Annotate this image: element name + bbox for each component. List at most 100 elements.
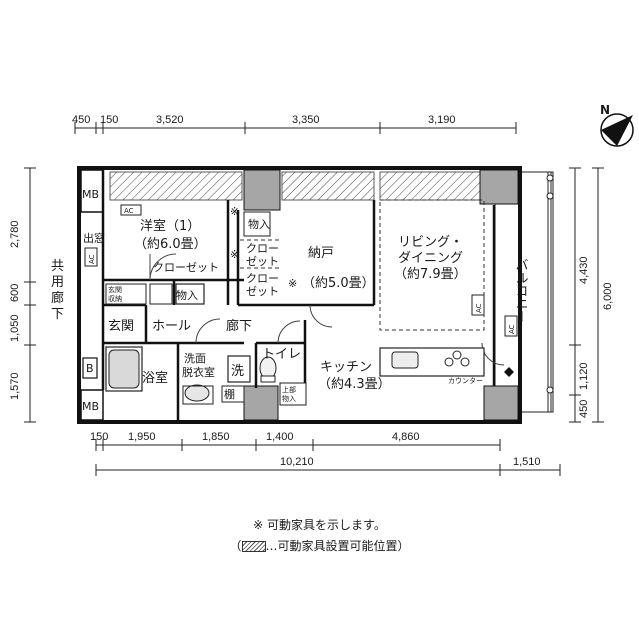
closet-hanger-box (149, 283, 173, 305)
dim-top-450: 450 (72, 114, 90, 126)
vanity-counter (182, 385, 214, 405)
mb-box-bottom (80, 389, 104, 421)
room-kitchen-size: （約4.3畳） (318, 377, 391, 392)
bathtub (105, 346, 143, 392)
outer-walls (77, 166, 522, 424)
dim-right-1120: 1,120 (578, 362, 590, 390)
closet-lower-line1: クロー (246, 272, 279, 285)
svg-text:下: 下 (51, 307, 64, 322)
closet-label: クローゼット (153, 261, 219, 274)
ac-unit-living (471, 294, 485, 316)
closet-upper-line1: クロー (246, 242, 279, 255)
wash-basin (184, 384, 210, 402)
ac-label-window: AC (88, 254, 96, 264)
movable-furniture-note: ※ 可動家具を示します。 (253, 518, 386, 532)
upper-storage-box (279, 382, 307, 406)
dim-right-450: 450 (578, 400, 590, 418)
svg-text:共: 共 (51, 259, 64, 274)
room-kitchen-name: キッチン (320, 360, 372, 375)
compass-label: N (600, 103, 610, 117)
room-corridor: 廊下 (226, 318, 252, 334)
entrance-storage-line2: 収納 (108, 294, 122, 303)
upper-storage-line1: 上部 (282, 385, 296, 394)
interior-walls (101, 168, 496, 422)
compass-north-icon: N (600, 103, 634, 147)
dim-right-6000: 6,000 (602, 282, 614, 310)
storage-label-top: 物入 (248, 217, 270, 231)
common-corridor-label: 共 用 廊 下 (51, 259, 64, 322)
dim-top-150: 150 (100, 114, 118, 126)
room-western-name: 洋室（1） (140, 218, 200, 234)
legend-open-paren: （ (229, 539, 242, 553)
ac-unit-western (120, 204, 142, 216)
top-dimension-line (74, 122, 517, 134)
dim-left-1050: 1,050 (9, 314, 21, 342)
counter-label: カウンター (448, 376, 483, 385)
ac-label-living: AC (475, 303, 483, 313)
toilet-fixture (259, 356, 277, 383)
room-living-name2: ダイニング (398, 251, 463, 266)
room-toilet: トイレ (262, 347, 301, 362)
dim-left-1570: 1,570 (9, 372, 21, 400)
movable-mark-1: ※ (230, 205, 239, 218)
svg-text:バルコニー: バルコニー (513, 258, 529, 323)
room-living-size: （約7.9畳） (394, 267, 467, 282)
storage-box-top (243, 211, 271, 237)
left-dimension-line (24, 167, 36, 423)
dim-bottom-1510: 1,510 (513, 456, 541, 468)
closet-upper-line2: ゼット (246, 255, 279, 268)
counter-marker-icon (504, 367, 514, 377)
structural-columns (243, 169, 519, 421)
shelf-box (221, 385, 245, 403)
door-swings (149, 253, 505, 366)
dim-right-4430: 4,430 (578, 256, 590, 284)
ac-label-balcony: AC (508, 324, 516, 334)
entrance-storage-box (105, 283, 147, 305)
ac-unit-balcony (504, 315, 518, 337)
shelf-label: 棚 (224, 387, 235, 401)
room-hall: ホール (152, 319, 191, 334)
legend-text: …可動家具設置可能位置） (265, 539, 410, 553)
b-box (82, 357, 98, 379)
bottom-dimension-lines (95, 439, 561, 476)
kitchen-counter (379, 347, 485, 377)
dim-bottom-150: 150 (90, 431, 108, 443)
dim-bottom-1400: 1,400 (266, 431, 294, 443)
b-label: B (86, 362, 94, 375)
dim-bottom-4860: 4,860 (392, 431, 420, 443)
svg-text:廊: 廊 (51, 290, 64, 306)
balcony-label: バルコニー (513, 258, 529, 323)
hatch-zone-living (379, 171, 481, 201)
right-dimension-lines (569, 167, 604, 423)
room-storage-size: （約5.0畳） (302, 276, 375, 291)
movable-mark-3: ※ (288, 277, 297, 290)
mb-label-bottom: MB (82, 400, 99, 413)
entrance-storage-line1: 玄関 (108, 285, 122, 294)
movable-mark-2: ※ (230, 248, 239, 261)
stove-icon (444, 350, 470, 367)
dim-top-3520: 3,520 (156, 114, 184, 126)
dim-left-600: 600 (9, 284, 21, 302)
storage-box-hall (175, 283, 205, 305)
room-storage-name: 納戸 (308, 246, 334, 261)
washer-label: 洗 (231, 364, 244, 379)
dim-left-2780: 2,780 (9, 220, 21, 248)
hatch-zone-western (109, 171, 243, 201)
ac-label-western: AC (124, 207, 134, 215)
storage-label-hall: 物入 (176, 288, 198, 302)
room-living-name1: リビング・ (398, 235, 463, 250)
svg-text:用: 用 (51, 275, 64, 290)
dim-top-3190: 3,190 (428, 114, 456, 126)
room-western-size: （約6.0畳） (134, 237, 207, 252)
washer-space (227, 355, 251, 383)
room-washroom-line1: 洗面 (184, 352, 206, 365)
room-bath: 浴室 (142, 370, 168, 386)
dim-top-3350: 3,350 (292, 114, 320, 126)
dim-bottom-10210: 10,210 (280, 456, 314, 468)
dim-bottom-1950: 1,950 (128, 431, 156, 443)
room-washroom-line2: 脱衣室 (182, 365, 215, 379)
upper-storage-line2: 物入 (282, 394, 296, 403)
legend-hatch-swatch (241, 541, 266, 552)
room-entrance: 玄関 (108, 319, 134, 334)
